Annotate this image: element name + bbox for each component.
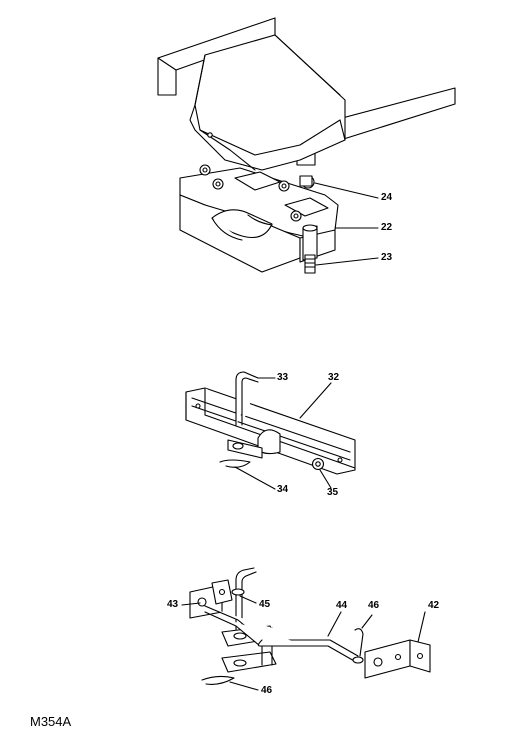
figure-reference: M354A (30, 714, 72, 729)
callout-23: 23 (381, 252, 393, 263)
callout-35: 35 (327, 487, 339, 498)
channel-rail (185, 387, 356, 475)
callout-32: 32 (328, 372, 340, 383)
callout-24: 24 (381, 192, 393, 203)
callout-42: 42 (428, 600, 440, 611)
hitch-pin (219, 371, 325, 471)
callout-46-upper: 46 (368, 600, 380, 611)
linkage-leader-lines (181, 595, 426, 691)
rail-leader-lines (234, 377, 332, 490)
callout-44: 44 (336, 600, 348, 611)
chassis-frame (157, 17, 456, 171)
callout-43: 43 (167, 599, 179, 610)
callout-46-lower: 46 (261, 685, 273, 696)
mounting-bolts (299, 175, 318, 274)
callout-34: 34 (277, 484, 289, 495)
linkage-bracket-right (352, 628, 431, 679)
linkage-clip-bottom (201, 675, 235, 685)
callout-45: 45 (259, 599, 271, 610)
bracket-leader-lines (314, 182, 379, 266)
linkage-bracket-left (189, 579, 233, 619)
linkage-rod (204, 605, 359, 663)
callout-22: 22 (381, 222, 393, 233)
callout-33: 33 (277, 372, 289, 383)
linkage-pin (231, 567, 257, 631)
